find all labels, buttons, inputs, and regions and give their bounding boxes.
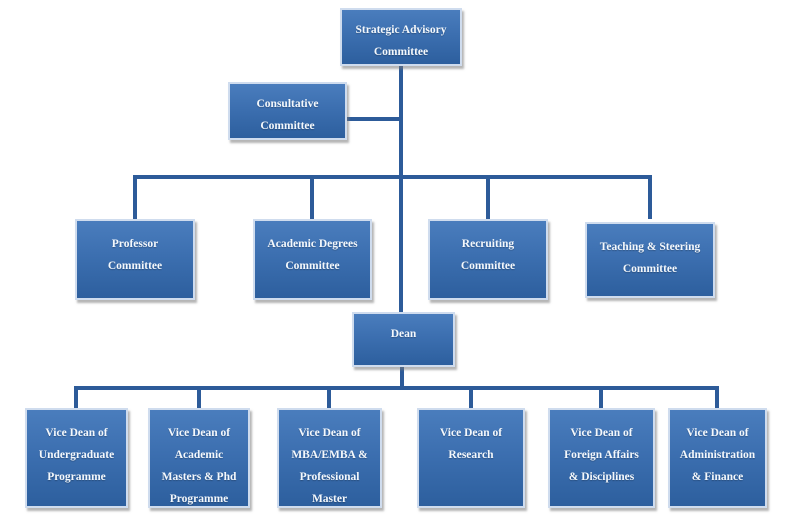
connector-main-vertical: [399, 66, 403, 312]
node-professor-committee: Professor Committee: [75, 219, 195, 300]
connector-drop-professor: [133, 175, 137, 219]
node-recruiting-committee: Recruiting Committee: [428, 219, 548, 300]
node-vice-dean-administration-finance: Vice Dean of Administration & Finance: [668, 408, 767, 508]
node-vice-dean-undergraduate-programme: Vice Dean of Undergraduate Programme: [25, 408, 128, 508]
node-vice-dean-research: Vice Dean of Research: [417, 408, 525, 508]
connector-drop-vd-administration: [715, 386, 719, 408]
connector-committees-distributor: [133, 175, 652, 179]
connector-drop-vd-mba: [327, 386, 331, 408]
connector-consultative-horizontal: [347, 117, 399, 121]
node-strategic-advisory-committee: Strategic Advisory Committee: [340, 8, 462, 66]
connector-drop-vd-undergraduate: [74, 386, 78, 408]
connector-drop-recruiting: [486, 175, 490, 219]
connector-drop-academic-degrees: [310, 175, 314, 219]
node-vice-dean-academic-masters-phd-programme: Vice Dean of Academic Masters & Phd Prog…: [148, 408, 250, 508]
node-consultative-committee: Consultative Committee: [228, 82, 347, 140]
connector-vice-deans-distributor: [74, 386, 719, 390]
node-academic-degrees-committee: Academic Degrees Committee: [253, 219, 372, 300]
connector-drop-vd-foreign-affairs: [599, 386, 603, 408]
node-vice-dean-mba-emba-professional-master: Vice Dean of MBA/EMBA & Professional Mas…: [277, 408, 382, 508]
node-dean: Dean: [352, 312, 455, 367]
connector-drop-vd-academic-masters: [197, 386, 201, 408]
connector-drop-vd-research: [469, 386, 473, 408]
connector-drop-teaching-steering: [648, 175, 652, 219]
node-teaching-steering-committee: Teaching & Steering Committee: [585, 222, 715, 298]
node-vice-dean-foreign-affairs-disciplines: Vice Dean of Foreign Affairs & Disciplin…: [548, 408, 655, 508]
connector-dean-vertical: [400, 367, 404, 388]
